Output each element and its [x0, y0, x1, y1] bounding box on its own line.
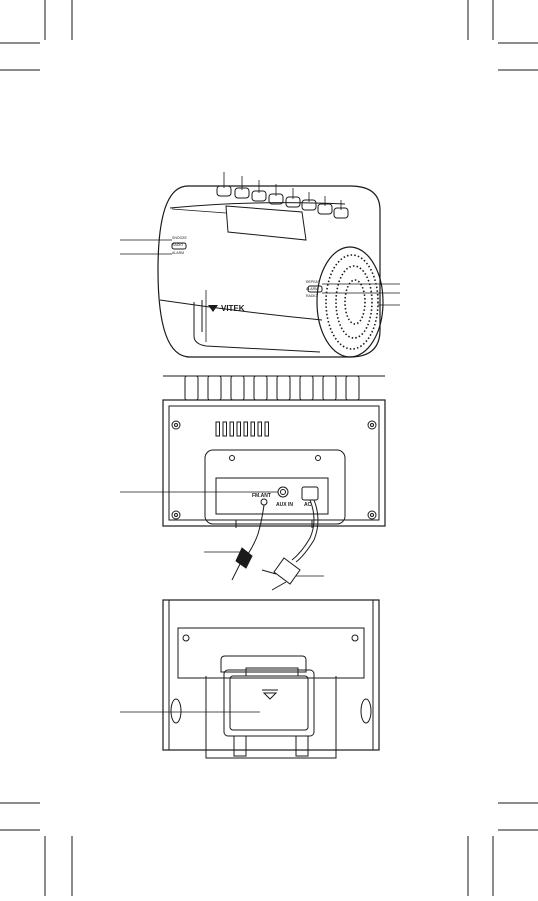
vent-slots — [215, 421, 269, 437]
back-top-buttons — [163, 375, 385, 401]
top-buttons — [216, 185, 349, 219]
back-leader-lines — [120, 491, 324, 577]
ac-label: AC — [304, 502, 312, 508]
bottom-view — [120, 599, 380, 759]
brand-logo-icon — [208, 305, 218, 312]
left-panel-label-2: RADIO — [172, 243, 183, 247]
right-panel-label-3: RADIO — [306, 294, 317, 298]
left-panel-label-3: ALARM — [172, 251, 184, 255]
back-view — [120, 375, 386, 591]
left-panel-label-1: SNOOZE — [172, 236, 187, 240]
brand-logo-text: VITEK — [221, 304, 245, 313]
front-leader-lines — [120, 172, 400, 342]
front-view — [120, 172, 400, 358]
right-panel-label-1: REPEAT — [306, 280, 321, 284]
fm-ant-label: FM.ANT — [252, 493, 271, 499]
aux-in-label: AUX IN — [276, 502, 293, 508]
right-panel-label-2: ALARM — [306, 287, 318, 291]
